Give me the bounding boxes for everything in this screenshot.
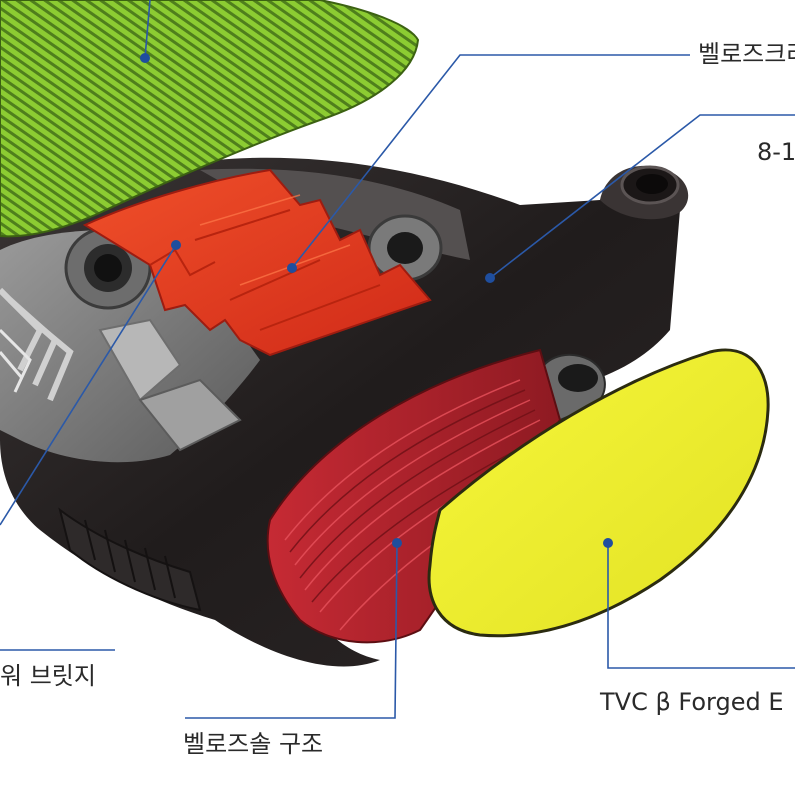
label-bellows-sole: 벨로즈솔 구조 [183, 730, 323, 758]
label-8-1: 8-1 [757, 138, 795, 166]
bellows-crown-part [82, 168, 432, 357]
green-crown-plate [0, 0, 420, 238]
label-power-bridge: 워 브릿지 [0, 662, 96, 690]
label-bellows-crown: 벨로즈크라 [698, 40, 795, 68]
leader-lines [0, 0, 795, 719]
label-tvc-forged: TVC β Forged E [599, 688, 784, 716]
yellow-sole-plate [427, 348, 770, 638]
